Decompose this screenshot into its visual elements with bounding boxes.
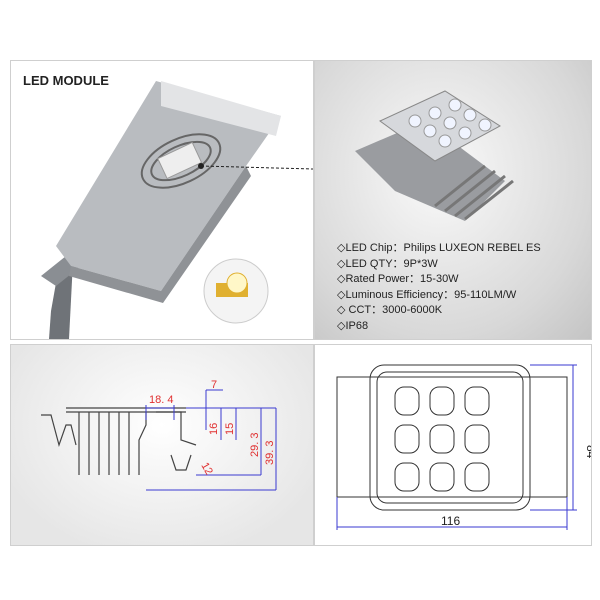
dim-7: 7 (211, 379, 217, 391)
side-view-drawing-panel: 7 18. 4 16 15 29. 3 39. 3 12 (10, 344, 314, 546)
spec-cct: ◇ CCT：3000-6000K (337, 304, 443, 316)
spec-ip-rating: ◇IP68 (337, 319, 369, 332)
spec-led-qty: ◇LED QTY：9P*3W (337, 257, 438, 270)
top-view-drawing: 116 84 (336, 364, 591, 530)
led-module-illustration (355, 90, 514, 221)
spec-luminous-efficiency: ◇Luminous Efficiency：95-110LM/W (337, 288, 517, 301)
dim-29-3: 29. 3 (249, 433, 261, 457)
led-chip-panel: ◇LED Chip：Philips LUXEON REBEL ES ◇LED Q… (314, 60, 592, 340)
dim-15: 15 (224, 423, 236, 435)
street-light-illustration (41, 81, 313, 339)
spec-list: ◇LED Chip：Philips LUXEON REBEL ES ◇LED Q… (337, 241, 541, 334)
dim-12: 12 (198, 461, 215, 478)
panel-title: LED MODULE (23, 73, 109, 88)
spec-rated-power: ◇Rated Power：15-30W (337, 273, 459, 285)
led-module-panel: LED MODULE (10, 60, 314, 340)
dim-width-116: 116 (441, 514, 460, 528)
top-view-drawing-panel: 116 84 (314, 344, 592, 546)
spec-led-chip: ◇LED Chip：Philips LUXEON REBEL ES (337, 242, 541, 254)
dim-height-84: 84 (584, 445, 591, 459)
side-view-drawing: 7 18. 4 16 15 29. 3 39. 3 12 (41, 379, 277, 491)
dim-18-4: 18. 4 (149, 394, 173, 406)
dim-39-3: 39. 3 (264, 441, 276, 465)
dim-16: 16 (208, 423, 220, 435)
